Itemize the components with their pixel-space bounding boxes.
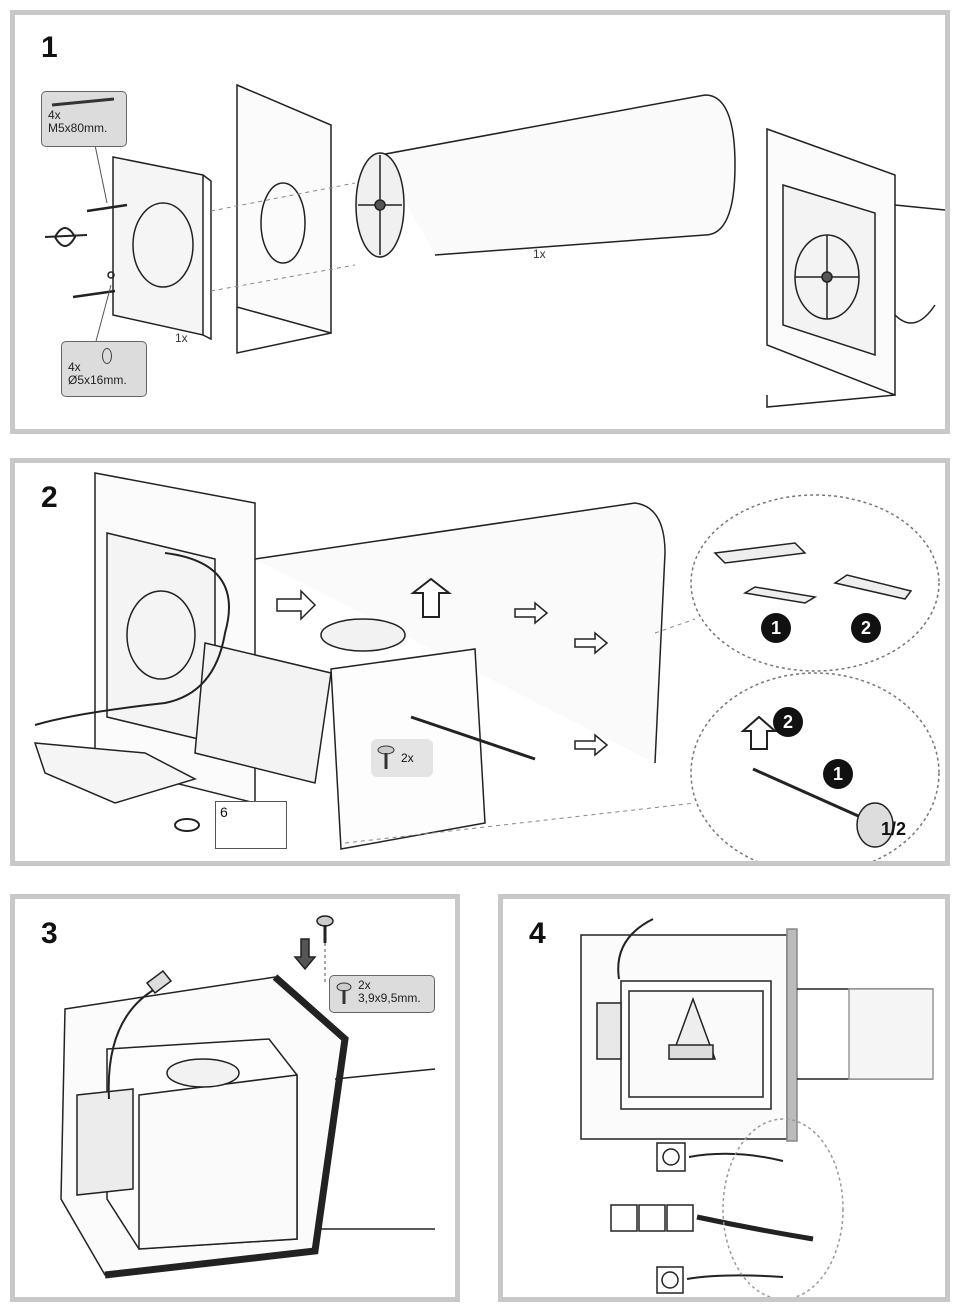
screws-quantity: 2x bbox=[401, 751, 414, 765]
screw-icon bbox=[316, 915, 334, 927]
mounting-frame bbox=[112, 156, 204, 336]
duct-pipe bbox=[315, 1068, 436, 1230]
washer-icon bbox=[102, 348, 112, 364]
bolt bbox=[86, 203, 128, 213]
step-number: 3 bbox=[41, 917, 58, 950]
step-3-panel: 3 2x 3,9x9,5mm bbox=[10, 894, 460, 1302]
bolts-quantity: 4x bbox=[48, 108, 61, 122]
step-3-illustration bbox=[60, 915, 436, 1279]
arrow-icon bbox=[410, 577, 452, 618]
turn-step-badge: 1 bbox=[823, 759, 853, 789]
screwdriver-icon bbox=[752, 767, 866, 821]
screws-callout: 2x bbox=[371, 739, 433, 777]
step-number: 2 bbox=[41, 481, 58, 514]
arrow-icon bbox=[574, 631, 609, 655]
washer bbox=[107, 271, 115, 279]
washers-callout: 4x Ø5x16mm. bbox=[61, 341, 147, 397]
screw-icon bbox=[377, 745, 395, 769]
step-number: 4 bbox=[529, 917, 546, 950]
motor-box bbox=[76, 1088, 134, 1196]
arrow-icon bbox=[574, 733, 609, 757]
step-1-panel: 1 bbox=[10, 10, 950, 434]
rotation-icon bbox=[174, 818, 200, 832]
rotation-counter: 6 bbox=[215, 801, 287, 849]
washers-size: Ø5x16mm. bbox=[68, 373, 127, 387]
fan-collar bbox=[166, 1058, 240, 1088]
arrow-icon bbox=[514, 601, 549, 625]
wire-connector-icon bbox=[656, 1142, 686, 1172]
wire-connector-icon bbox=[666, 1204, 694, 1232]
screwdriver-icon bbox=[410, 715, 536, 761]
turn-fraction: 1/2 bbox=[881, 819, 907, 839]
screws-callout: 2x 3,9x9,5mm. bbox=[329, 975, 435, 1013]
screws-quantity: 2x bbox=[358, 978, 371, 992]
step-1-illustration bbox=[44, 83, 945, 408]
step-number: 1 bbox=[41, 31, 58, 64]
wire-connector-icon bbox=[656, 1266, 684, 1294]
step-4-panel: 4 bbox=[498, 894, 950, 1302]
screw-icon bbox=[336, 982, 352, 1004]
wall-hole bbox=[260, 182, 306, 264]
turn-step-badge: 2 bbox=[773, 707, 803, 737]
power-plug-icon bbox=[145, 969, 173, 995]
arrow-icon bbox=[276, 589, 317, 621]
wire-connector-icon bbox=[610, 1204, 638, 1232]
detail-step-badge: 2 bbox=[851, 613, 881, 643]
wire-connector-icon bbox=[638, 1204, 666, 1232]
frame-opening bbox=[132, 202, 194, 288]
bolt bbox=[72, 289, 116, 299]
fan-collar bbox=[320, 618, 406, 652]
step-2-illustration bbox=[33, 472, 940, 861]
motor-box bbox=[194, 642, 332, 784]
step-4-illustration bbox=[580, 918, 934, 1297]
step-2-panel: 2 bbox=[10, 458, 950, 866]
bolts-size: M5x80mm. bbox=[48, 121, 108, 135]
bolt-icon bbox=[51, 97, 115, 107]
pipe-quantity: 1x bbox=[533, 247, 546, 261]
power-cable bbox=[617, 918, 654, 980]
motor-box bbox=[596, 1002, 622, 1060]
arrow-icon bbox=[293, 938, 317, 971]
detail-step-badge: 1 bbox=[761, 613, 791, 643]
wall-panel bbox=[236, 83, 332, 334]
rotate-arrow-icon bbox=[54, 227, 77, 247]
power-cable bbox=[34, 552, 230, 726]
right-frame bbox=[782, 183, 876, 357]
washers-quantity: 4x bbox=[68, 360, 81, 374]
bolts-callout: 4x M5x80mm. bbox=[41, 91, 127, 147]
power-cable bbox=[107, 988, 156, 1100]
duct-pipe bbox=[379, 94, 736, 256]
frame-quantity: 1x bbox=[175, 331, 188, 345]
detail-magnifier bbox=[690, 494, 940, 672]
screws-size: 3,9x9,5mm. bbox=[358, 991, 421, 1005]
duct-pipe bbox=[254, 502, 666, 764]
